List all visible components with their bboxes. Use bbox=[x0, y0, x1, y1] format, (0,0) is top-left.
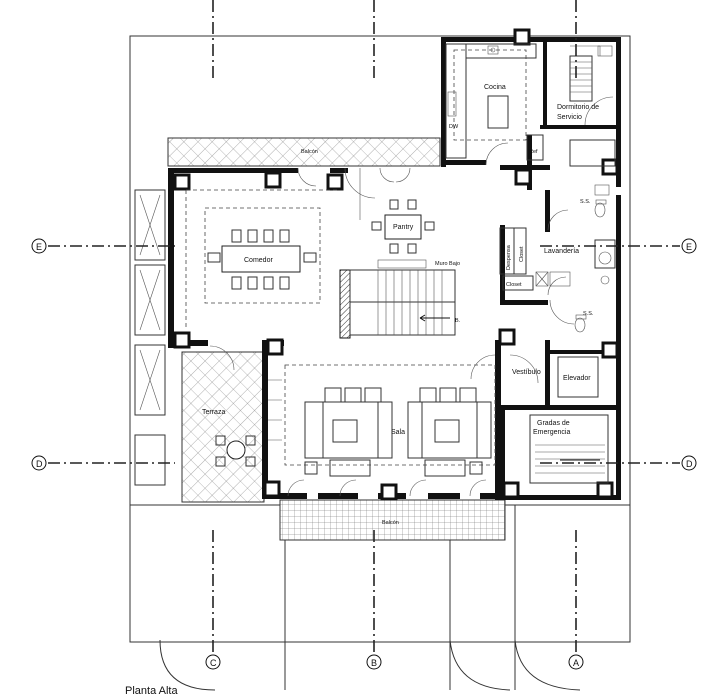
elevator-stair bbox=[470, 354, 609, 484]
label-ss-upper: S.S. bbox=[580, 199, 591, 205]
label-sala: Sala bbox=[391, 429, 405, 436]
label-lavanderia: Lavandería bbox=[544, 248, 579, 255]
label-gradas-2: Emergencia bbox=[533, 429, 570, 436]
label-ss-lower: S.S. bbox=[583, 311, 594, 317]
label-terraza: Terraza bbox=[202, 409, 225, 416]
main-stair bbox=[339, 259, 456, 339]
living-furniture bbox=[284, 364, 496, 477]
label-ref: Ref bbox=[529, 149, 538, 155]
axis-label-d-right: D bbox=[686, 459, 693, 469]
label-elevador: Elevador bbox=[563, 375, 591, 382]
balcony-top bbox=[167, 137, 441, 167]
dining-area bbox=[204, 207, 321, 304]
label-dormitorio-1: Dormitorio de bbox=[557, 104, 599, 111]
kitchen bbox=[445, 43, 544, 166]
label-pantry: Pantry bbox=[393, 224, 414, 231]
pantry-table bbox=[344, 167, 435, 254]
terrace-table bbox=[215, 435, 256, 467]
axis-label-e-left: E bbox=[36, 242, 42, 252]
balcony-bottom bbox=[279, 499, 506, 541]
label-muro-bajo: Muro Bajo bbox=[435, 261, 460, 267]
left-planters bbox=[134, 189, 166, 486]
label-cocina: Cocina bbox=[484, 84, 506, 91]
grid-axes bbox=[48, 0, 680, 660]
label-dormitorio-2: Servicio bbox=[557, 114, 582, 121]
label-closet-horizontal: Closet bbox=[506, 282, 522, 288]
service-bathrooms bbox=[547, 139, 616, 333]
service-room bbox=[569, 45, 614, 126]
dining-chairs bbox=[207, 229, 317, 290]
laundry bbox=[499, 227, 571, 296]
plan-title: Planta Alta bbox=[125, 685, 178, 695]
label-vestibulo: Vestíbulo bbox=[512, 369, 541, 376]
door-swings bbox=[185, 167, 487, 497]
axis-label-d-left: D bbox=[36, 459, 43, 469]
label-balcon-top: Balcón bbox=[301, 149, 318, 155]
label-comedor: Comedor bbox=[244, 257, 273, 264]
axis-bubbles: E E D D C B A bbox=[31, 238, 697, 670]
axis-label-e-right: E bbox=[686, 242, 692, 252]
label-dw: DW bbox=[449, 124, 459, 130]
room-labels: Cocina Dormitorio de Servicio Balcón Com… bbox=[202, 84, 599, 526]
label-stair-mark: B. bbox=[455, 318, 461, 324]
axis-label-a: A bbox=[573, 658, 579, 668]
axis-label-b: B bbox=[371, 658, 377, 668]
label-despensa: Despensa bbox=[506, 244, 512, 270]
terrace-floor bbox=[181, 351, 265, 503]
label-gradas-1: Gradas de bbox=[537, 420, 570, 427]
axis-label-c: C bbox=[210, 658, 217, 668]
label-balcon-bottom: Balcón bbox=[382, 520, 399, 526]
label-closet-vertical: Closet bbox=[519, 246, 525, 262]
